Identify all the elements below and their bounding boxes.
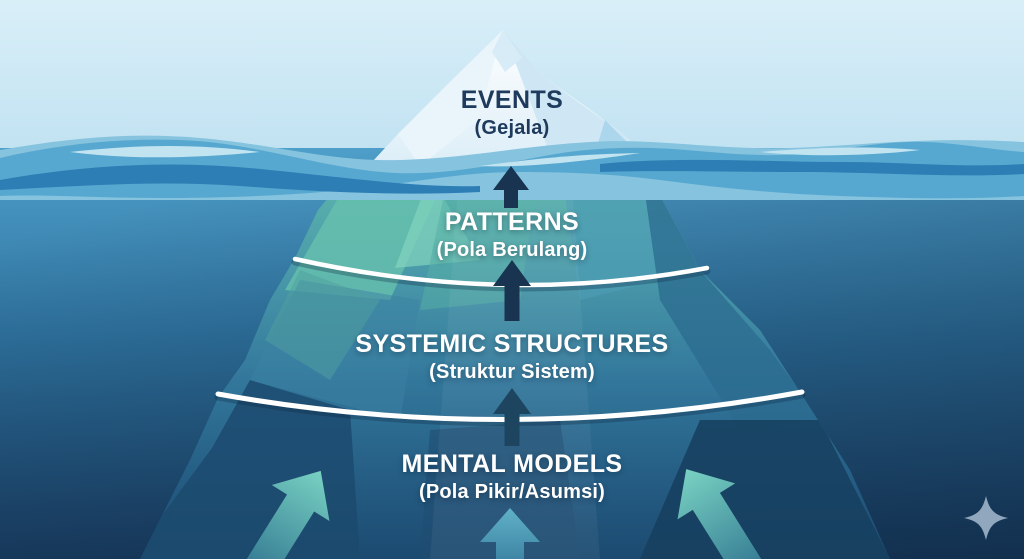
up-arrow-patterns (493, 260, 531, 321)
depth-arrow-left (234, 470, 330, 559)
up-arrow-events (493, 166, 529, 208)
depth-arrow-center (480, 508, 540, 559)
layer-arrows (493, 166, 531, 446)
divider-line-1-shadow (291, 258, 711, 292)
sparkle-icon (964, 496, 1008, 540)
depth-arrows (234, 469, 774, 559)
depth-arrow-right (677, 469, 774, 559)
up-arrow-systemic (493, 388, 531, 446)
